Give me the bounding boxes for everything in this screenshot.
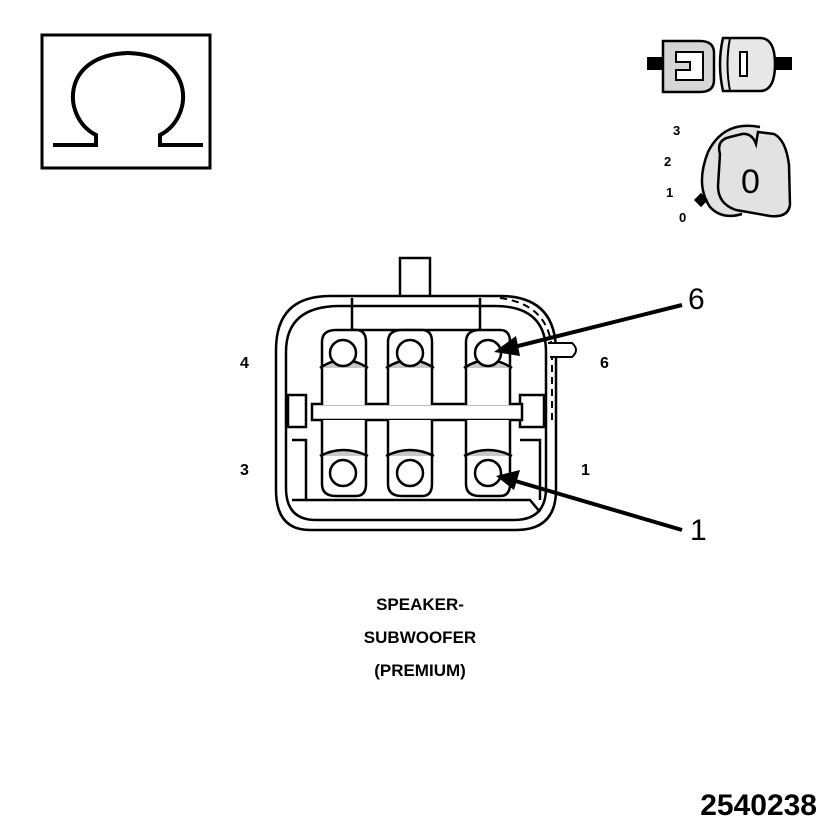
- terminal-cavity-2: [385, 420, 435, 498]
- ignition-position-1: 1: [666, 185, 673, 200]
- terminal-cavity-6: [463, 328, 513, 405]
- caption-line-3: (PREMIUM): [374, 661, 466, 680]
- figure-number: 2540238: [700, 789, 817, 822]
- caption-line-2: SUBWOOFER: [363, 628, 477, 647]
- connector-key-tab: [548, 342, 577, 358]
- omega-ohm-icon: [40, 33, 212, 170]
- pin-label-3: 3: [240, 462, 249, 479]
- connector-center-rail: [310, 402, 524, 422]
- ignition-position-labels: 3 2 1 0: [664, 123, 686, 225]
- pin-label-1: 1: [581, 462, 590, 479]
- terminal-cavity-3: [319, 420, 369, 498]
- ignition-key-icon: [693, 124, 792, 218]
- ignition-position-2: 2: [664, 154, 671, 169]
- callout-arrow-6: [494, 303, 683, 356]
- caption-line-1: SPEAKER-: [376, 595, 464, 614]
- terminal-row-upper: [319, 328, 513, 405]
- connector-caption: SPEAKER- SUBWOOFER (PREMIUM): [300, 588, 540, 687]
- ignition-key-label: 0: [741, 163, 760, 201]
- disconnected-connector-icon: [647, 36, 792, 94]
- pin-label-4: 4: [240, 355, 249, 372]
- terminal-cavity-1: [463, 420, 513, 498]
- pin-label-6: 6: [600, 355, 609, 372]
- ignition-position-0: 0: [679, 210, 686, 225]
- callout-number-1: 1: [690, 514, 707, 547]
- terminal-cavity-5: [385, 328, 435, 405]
- terminal-cavity-4: [319, 328, 369, 405]
- ignition-position-3: 3: [673, 123, 680, 138]
- callout-number-6: 6: [688, 283, 705, 316]
- callout-arrow-1: [496, 470, 683, 532]
- terminal-row-lower: [319, 420, 513, 498]
